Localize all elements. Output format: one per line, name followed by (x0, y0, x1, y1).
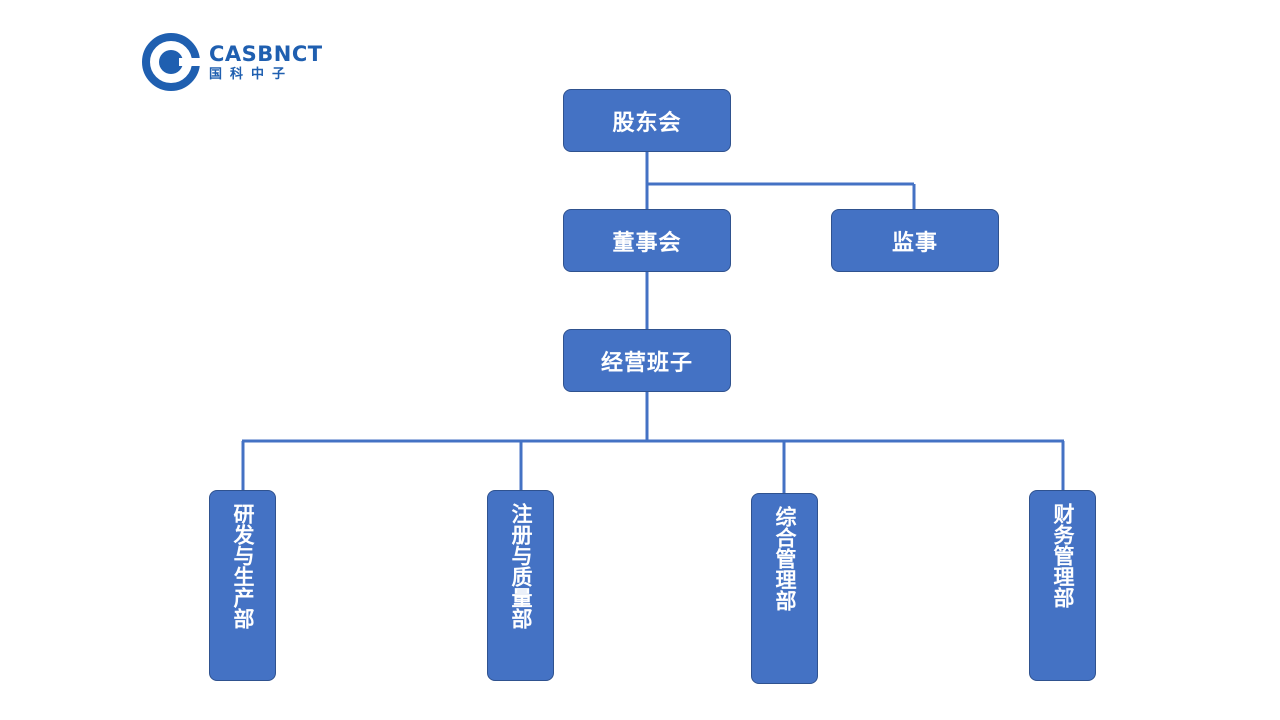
node-management: 经营班子 (563, 329, 731, 392)
node-supervisor: 监事 (831, 209, 999, 272)
logo-name-cn: 国科中子 (209, 67, 294, 82)
node-board: 董事会 (563, 209, 731, 272)
logo-name-en: CASBNCT (209, 42, 323, 66)
node-dept-finance: 财务管理部 (1029, 490, 1096, 681)
node-dept-admin: 综合管理部 (751, 493, 818, 684)
casbnct-logo-icon (142, 33, 201, 91)
node-dept-rd: 研发与生产部 (209, 490, 276, 681)
company-logo: CASBNCT 国科中子 (141, 32, 331, 92)
node-dept-registration: 注册与质量部 (487, 490, 554, 681)
node-shareholders: 股东会 (563, 89, 731, 152)
